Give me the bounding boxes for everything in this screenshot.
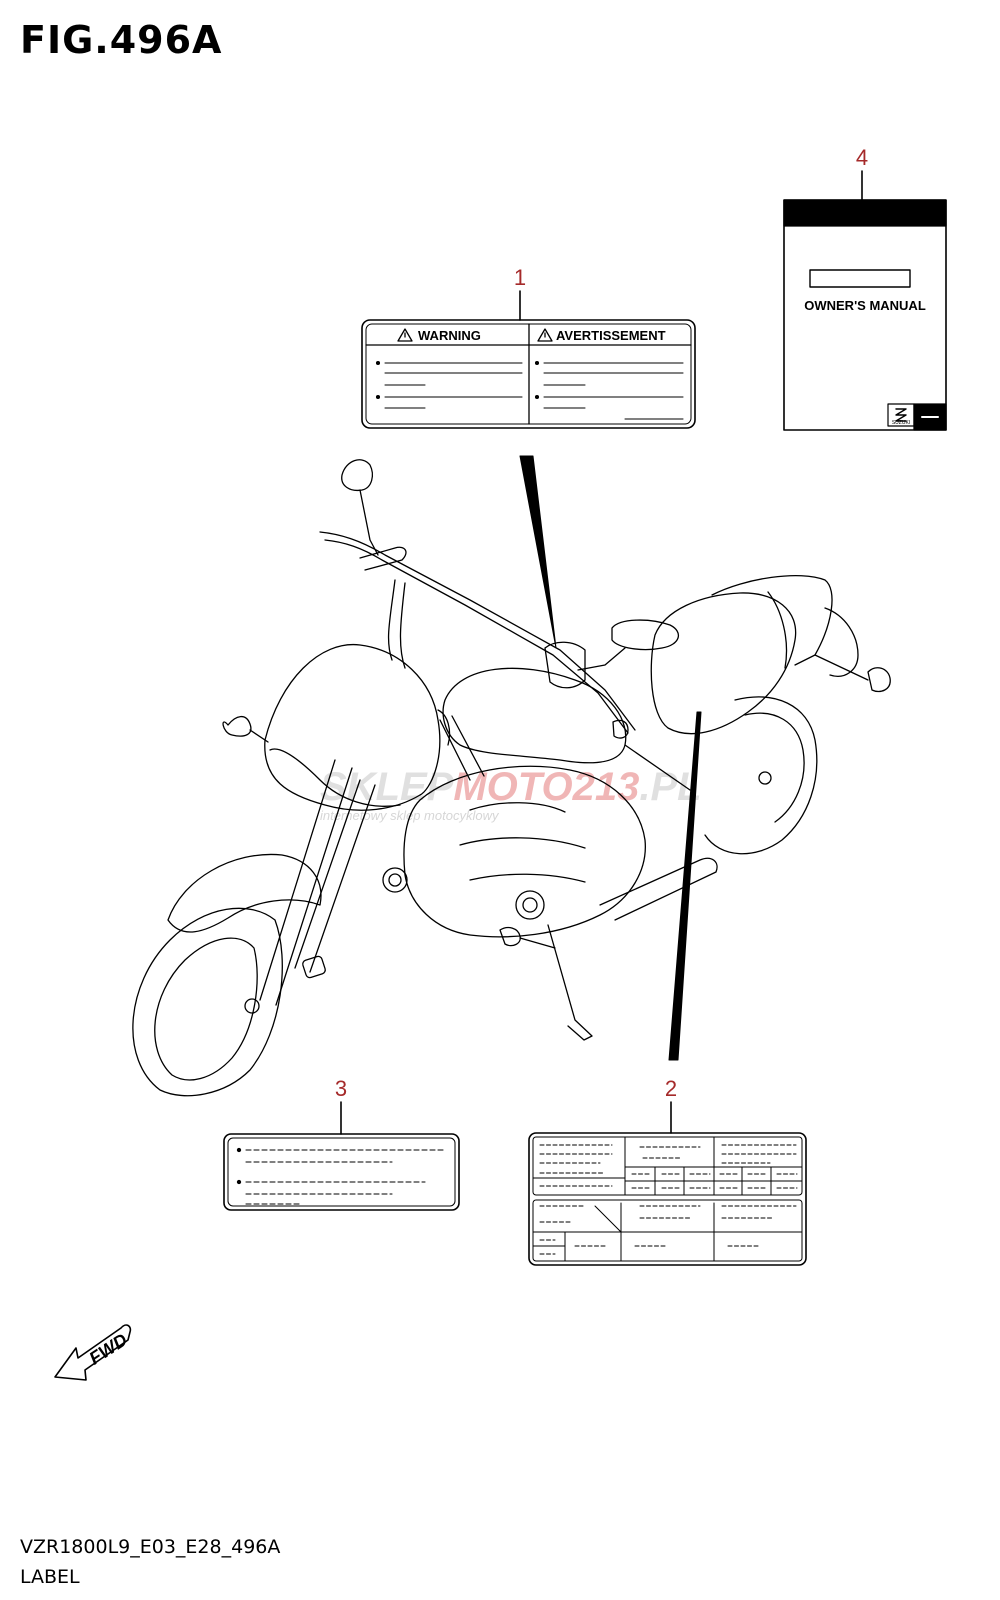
leader-wedge-2 [668, 711, 702, 1061]
callout-3: 3 [335, 1076, 347, 1135]
figure-code: VZR1800L9_E03_E28_496A [20, 1536, 281, 1558]
callout-number-2: 2 [665, 1076, 677, 1101]
avertissement-triangle-icon [537, 328, 553, 342]
brand-mark: SUZUKI [892, 420, 910, 426]
callout-number-3: 3 [335, 1076, 347, 1101]
callout-number-4: 4 [856, 145, 868, 170]
callout-1: 1 [514, 265, 526, 321]
warning-label: WARNING AVERTISSEMENT [361, 319, 696, 429]
leader-wedge-1 [519, 455, 557, 649]
motorcycle-line-art [132, 459, 891, 1097]
manual-title: OWNER'S MANUAL [804, 298, 926, 313]
watermark: SKLEPMOTO213.PL internetowy sklep motocy… [320, 765, 702, 823]
callout-4: 4 [856, 145, 868, 201]
warning-triangle-icon [397, 328, 413, 342]
watermark-brand: SKLEPMOTO213.PL [320, 765, 702, 809]
owners-manual: OWNER'S MANUAL SUZUKI [783, 199, 947, 431]
manual-top-band [783, 199, 947, 227]
warning-heading: WARNING [418, 328, 481, 343]
forward-direction-arrow-icon: FWD [54, 1324, 132, 1381]
avertissement-heading: AVERTISSEMENT [556, 328, 666, 343]
figure-caption: LABEL [20, 1566, 80, 1588]
tire-info-label [223, 1133, 460, 1211]
callout-2: 2 [665, 1076, 677, 1134]
specification-label [528, 1132, 807, 1266]
callout-number-1: 1 [514, 265, 526, 290]
figure-title: FIG.496A [20, 18, 223, 62]
